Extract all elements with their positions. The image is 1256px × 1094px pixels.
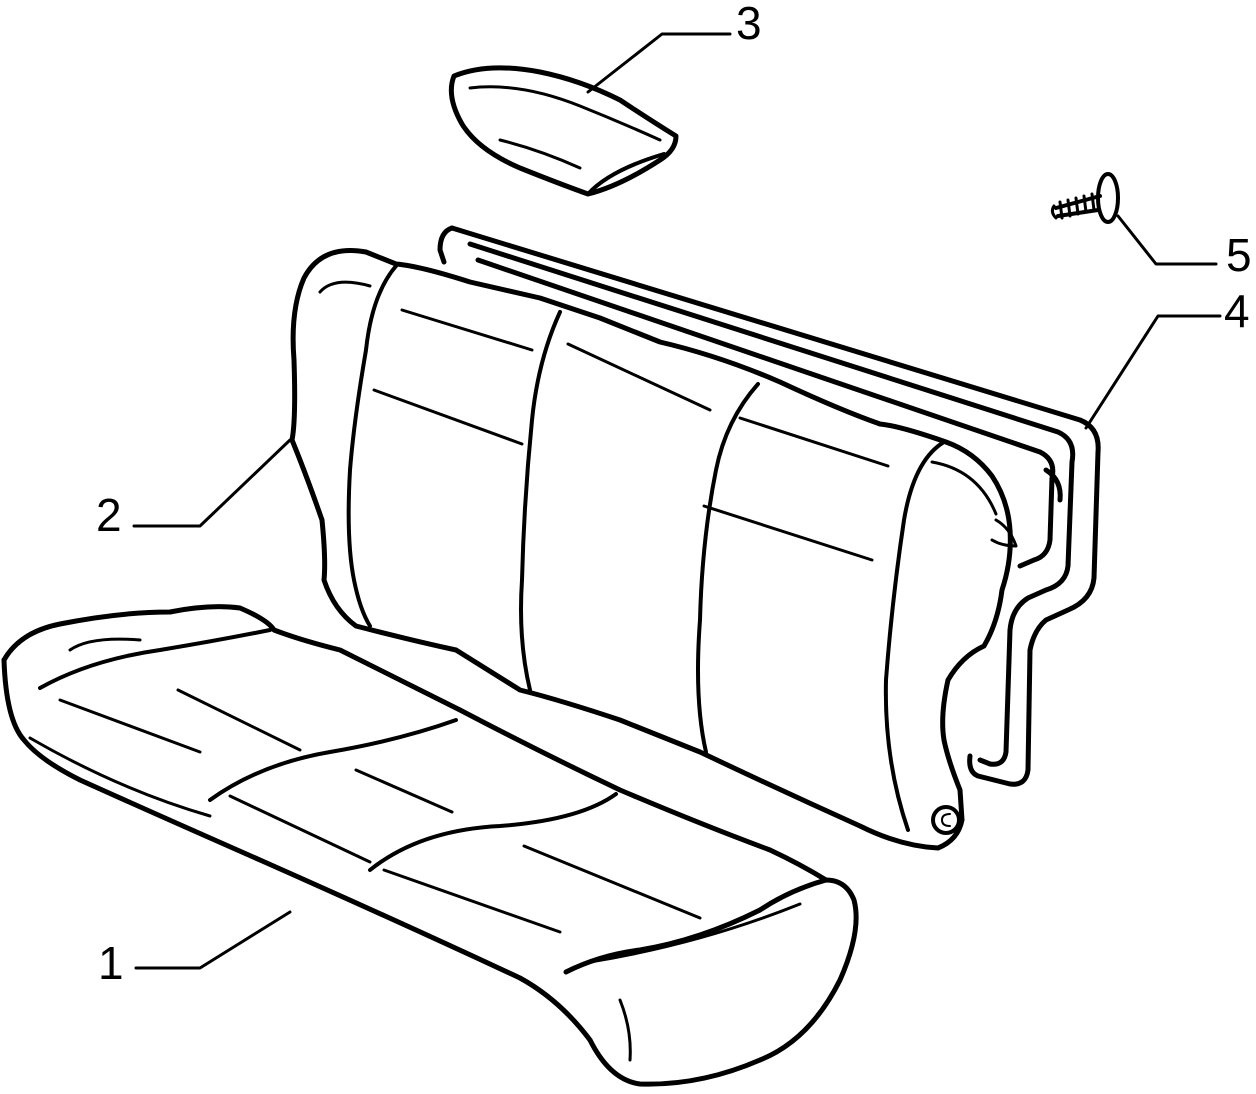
leader-line-3	[586, 32, 732, 94]
callout-1: 1	[98, 937, 124, 989]
leader-lines	[132, 32, 1222, 970]
part-3-headrest-pad	[448, 65, 679, 197]
leader-line-2	[132, 438, 292, 528]
part-1-seat-cushion	[1, 604, 859, 1087]
part-4-backrest-frame	[437, 225, 1101, 787]
callout-3: 3	[736, 0, 762, 49]
leader-line-1	[134, 910, 292, 970]
leader-line-5	[1116, 214, 1218, 266]
callout-5: 5	[1226, 229, 1252, 281]
part-2-backrest-cushion	[289, 248, 1018, 851]
leader-line-4	[1084, 314, 1222, 430]
callout-4: 4	[1224, 285, 1250, 337]
part-5-screw	[1050, 172, 1120, 224]
callout-2: 2	[96, 489, 122, 541]
